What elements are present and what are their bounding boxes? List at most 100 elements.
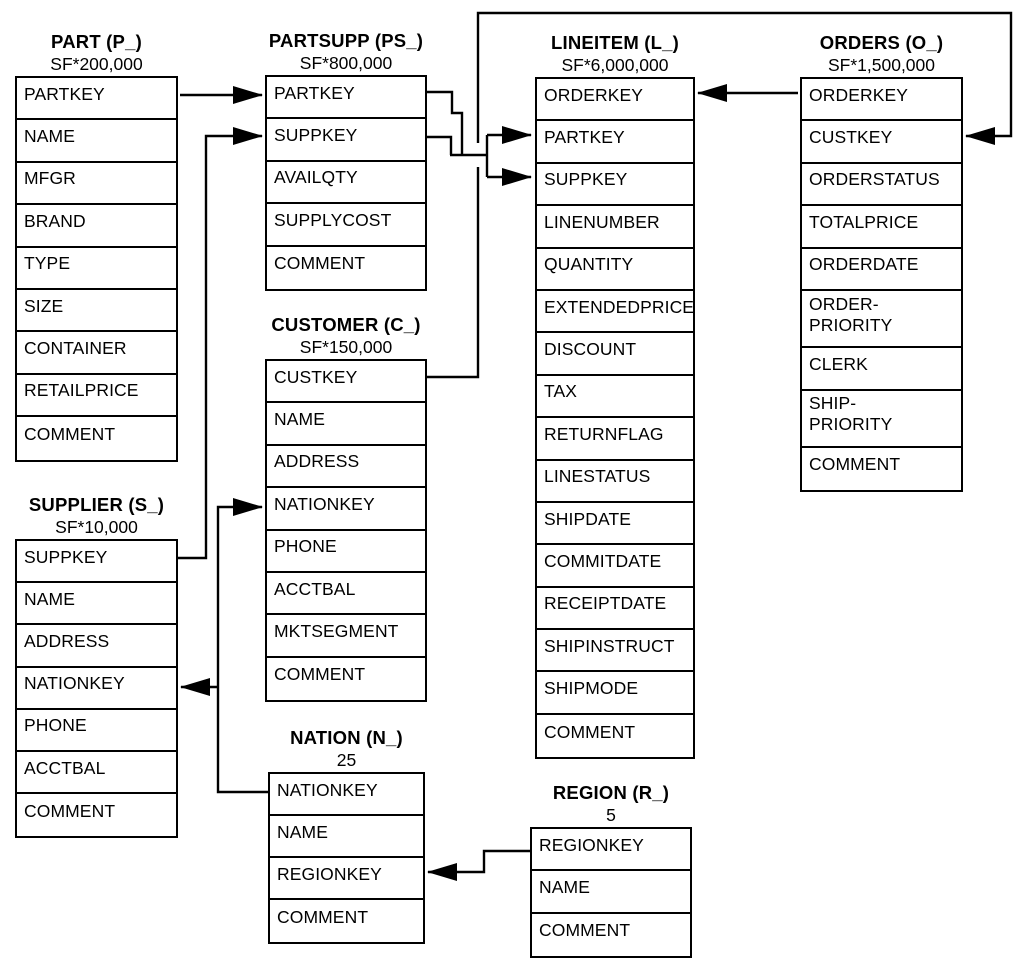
table-header: PARTSUPP (PS_) SF*800,000 — [265, 28, 427, 75]
column-row-linestatus: LINESTATUS — [537, 461, 693, 503]
table-cardinality: 5 — [606, 805, 616, 825]
column-label: NAME — [24, 588, 75, 609]
table-title: NATION (N_) — [290, 727, 403, 748]
column-row-totalprice: TOTALPRICE — [802, 206, 961, 249]
column-row-suppkey: SUPPKEY — [17, 541, 176, 584]
column-row-container: CONTAINER — [17, 332, 176, 375]
column-label: CONTAINER — [24, 338, 127, 359]
column-row-shipinstruct: SHIPINSTRUCT — [537, 630, 693, 673]
column-row-address: ADDRESS — [17, 625, 176, 668]
column-row-shipdate: SHIPDATE — [537, 503, 693, 546]
table-header: LINEITEM (L_) SF*6,000,000 — [535, 30, 695, 77]
column-row-address: ADDRESS — [267, 446, 425, 489]
rel-partsupp-partkey-stair-line — [427, 90, 464, 155]
column-label: REGIONKEY — [277, 863, 382, 884]
column-label: COMMENT — [277, 906, 369, 927]
column-row-comment: COMMENT — [532, 914, 690, 956]
column-label: PHONE — [24, 715, 87, 736]
table-header: REGION (R_) 5 — [530, 780, 692, 827]
column-row-orderkey: ORDERKEY — [537, 79, 693, 122]
column-row-comment: COMMENT — [267, 658, 425, 700]
column-row-orderstatus: ORDERSTATUS — [802, 164, 961, 207]
column-row-comment: COMMENT — [270, 900, 423, 942]
column-label: PARTKEY — [24, 83, 105, 104]
table-cardinality: SF*200,000 — [50, 54, 143, 74]
column-label: CUSTKEY — [274, 366, 358, 387]
column-label: COMMENT — [24, 423, 116, 444]
table-header: ORDERS (O_) SF*1,500,000 — [800, 30, 963, 77]
column-row-comment: COMMENT — [537, 715, 693, 757]
column-label: COMMENT — [274, 664, 366, 685]
table-header: SUPPLIER (S_) SF*10,000 — [15, 492, 178, 539]
column-row-tax: TAX — [537, 376, 693, 419]
column-label: NAME — [277, 821, 328, 842]
column-label: SHIPDATE — [544, 508, 632, 529]
table-title: PART (P_) — [51, 31, 142, 52]
column-label: ORDERDATE — [809, 254, 919, 275]
table-cardinality: SF*6,000,000 — [561, 55, 669, 75]
column-label: ORDERKEY — [544, 84, 644, 105]
column-label: TAX — [544, 381, 578, 402]
column-label: RETAILPRICE — [24, 380, 139, 401]
column-row-partkey: PARTKEY — [17, 78, 176, 121]
table-cardinality: SF*800,000 — [299, 53, 393, 73]
column-row-orderkey: ORDERKEY — [802, 79, 961, 122]
column-label: NAME — [274, 409, 325, 430]
column-row-acctbal: ACCTBAL — [17, 752, 176, 795]
column-label: NAME — [24, 126, 75, 147]
column-row-ship-priority: SHIP- PRIORITY — [802, 391, 961, 448]
column-row-supplycost: SUPPLYCOST — [267, 204, 425, 247]
column-label: SHIPMODE — [544, 678, 639, 699]
column-label: RETURNFLAG — [544, 423, 664, 444]
column-label: ORDER- PRIORITY — [809, 293, 893, 335]
table-part: PART (P_) SF*200,000 PARTKEY NAME MFGR BRAN… — [15, 29, 178, 462]
column-label: SHIPINSTRUCT — [544, 635, 675, 656]
column-row-name: NAME — [532, 871, 690, 914]
column-row-regionkey: REGIONKEY — [532, 829, 690, 872]
table-title: LINEITEM (L_) — [551, 32, 679, 53]
table-supplier: SUPPLIER (S_) SF*10,000 SUPPKEY NAME ADDRE… — [15, 492, 178, 839]
column-label: LINENUMBER — [544, 211, 660, 232]
column-row-retailprice: RETAILPRICE — [17, 375, 176, 418]
column-label: COMMENT — [544, 721, 636, 742]
rel-region-regionkey-to-nation-arrow — [427, 849, 530, 881]
column-label: CLERK — [809, 353, 868, 374]
column-label: NATIONKEY — [24, 673, 125, 694]
column-label: TOTALPRICE — [809, 211, 919, 232]
table-title: CUSTOMER (C_) — [271, 314, 421, 335]
rel-customer-custkey-riser-line — [427, 167, 480, 379]
column-row-name: NAME — [17, 120, 176, 163]
column-row-returnflag: RETURNFLAG — [537, 418, 693, 461]
table-header: PART (P_) SF*200,000 — [15, 29, 178, 76]
column-label: PARTKEY — [274, 82, 355, 103]
column-row-comment: COMMENT — [267, 247, 425, 289]
column-row-phone: PHONE — [17, 710, 176, 752]
column-label: COMMENT — [539, 920, 631, 941]
column-row-custkey: CUSTKEY — [267, 361, 425, 404]
column-label: MFGR — [24, 168, 76, 189]
table-cardinality: SF*1,500,000 — [827, 55, 936, 75]
column-row-name: NAME — [270, 816, 423, 858]
table-box: NATIONKEY NAME REGIONKEY COMMENT — [268, 772, 425, 944]
column-row-name: NAME — [267, 403, 425, 446]
column-row-comment: COMMENT — [802, 448, 961, 490]
column-label: COMMENT — [24, 800, 116, 821]
column-row-discount: DISCOUNT — [537, 333, 693, 376]
column-label: SUPPKEY — [24, 546, 108, 567]
table-title: REGION (R_) — [552, 782, 670, 803]
column-label: DISCOUNT — [544, 339, 637, 360]
column-label: BRAND — [24, 210, 86, 231]
column-row-nationkey: NATIONKEY — [270, 774, 423, 816]
column-row-extendedprice: EXTENDEDPRICE — [537, 291, 694, 334]
column-row-commitdate: COMMITDATE — [537, 545, 693, 588]
column-label: COMMITDATE — [544, 550, 662, 571]
column-row-comment: COMMENT — [17, 417, 176, 459]
column-label: COMMENT — [809, 454, 901, 475]
column-row-linenumber: LINENUMBER — [537, 206, 693, 249]
